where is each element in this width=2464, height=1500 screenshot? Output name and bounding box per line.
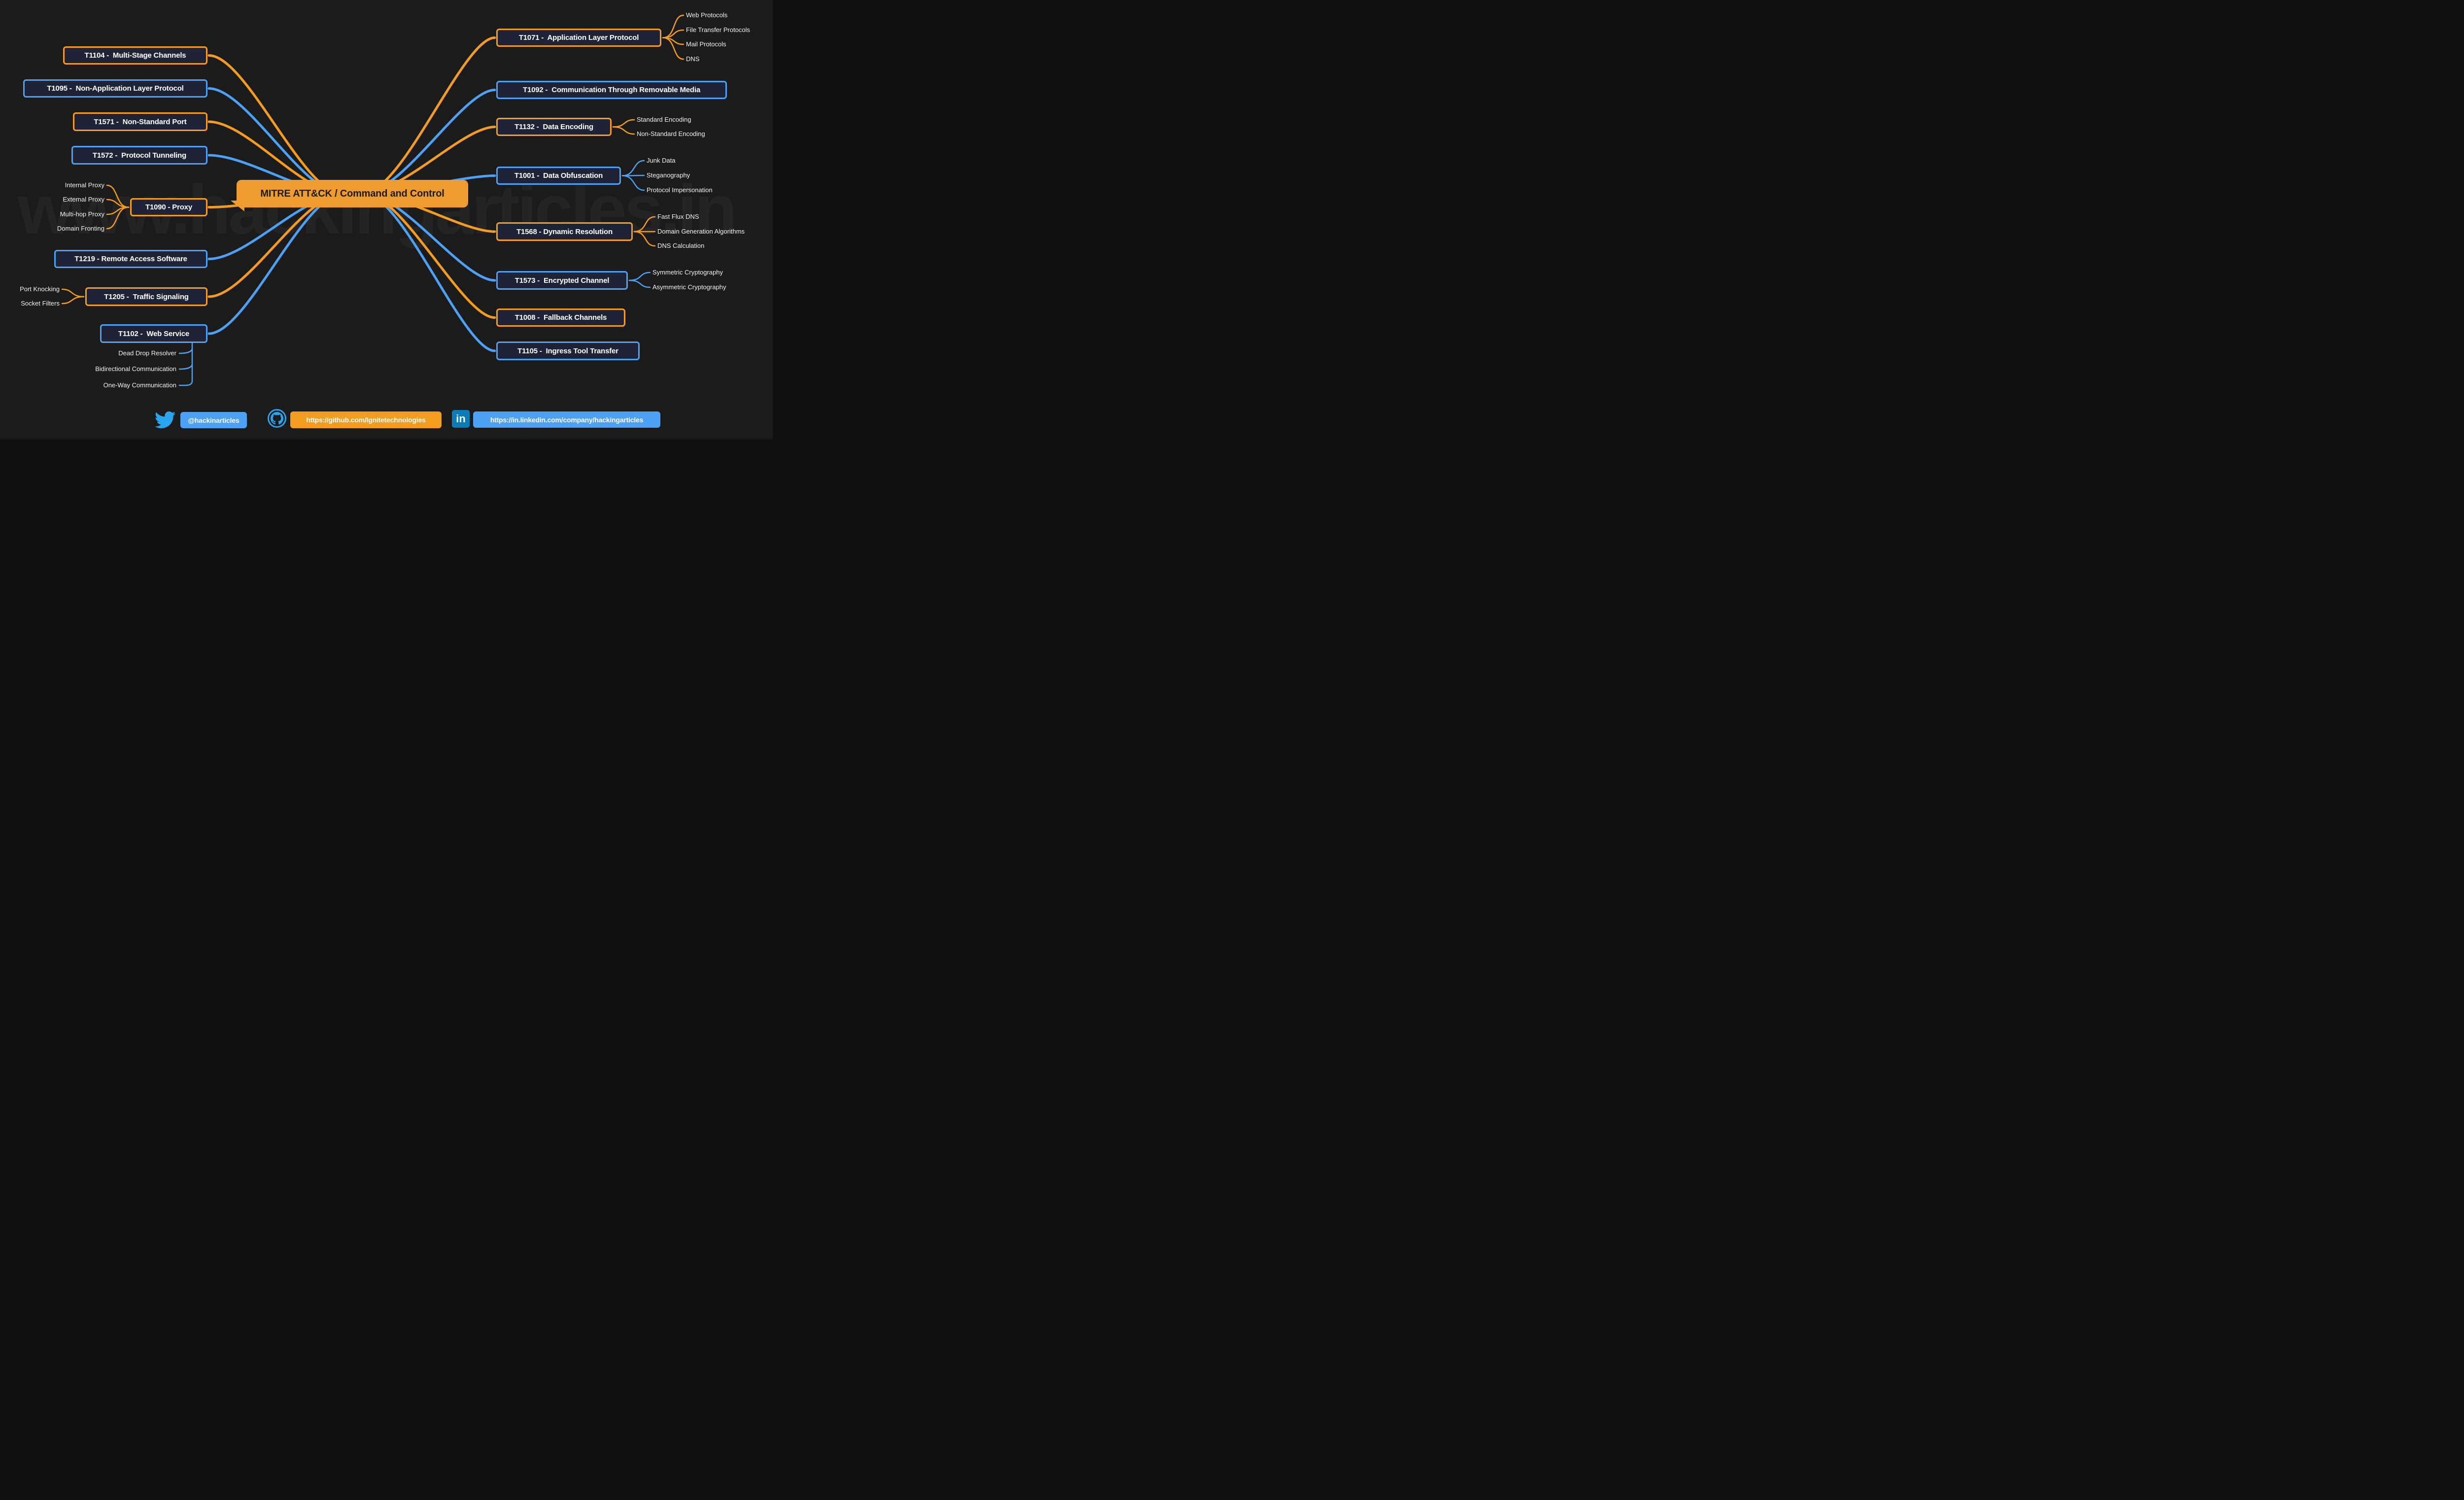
twitter-handle-button[interactable]: @hackinarticles: [180, 412, 247, 428]
technique-label-t1090: T1090 - Proxy: [145, 203, 192, 211]
subtechnique-t1205-1[interactable]: Port Knocking: [20, 285, 60, 293]
technique-label-t1001: T1001 - Data Obfuscation: [514, 171, 603, 180]
technique-node-t1008[interactable]: T1008 - Fallback Channels: [496, 308, 625, 327]
subtechnique-t1090-4[interactable]: Domain Fronting: [57, 225, 104, 232]
child-connector-t1132-1: [612, 126, 635, 135]
technique-label-t1571: T1571 - Non-Standard Port: [94, 117, 187, 126]
technique-node-t1219[interactable]: T1219 - Remote Access Software: [54, 250, 207, 268]
subtechnique-t1102-2[interactable]: Bidirectional Communication: [95, 365, 176, 373]
linkedin-icon-glyph: in: [456, 412, 466, 425]
subtechnique-t1090-2[interactable]: External Proxy: [63, 196, 104, 203]
child-connector-t1071-3: [662, 37, 684, 60]
linkedin-icon: in: [452, 410, 470, 428]
subtechnique-t1102-3[interactable]: One-Way Communication: [103, 381, 176, 389]
github-url-button[interactable]: https://github.com/Ignitetechnologies: [290, 411, 442, 428]
technique-node-t1573[interactable]: T1573 - Encrypted Channel: [496, 271, 628, 290]
github-icon: [268, 409, 286, 428]
subtechnique-t1573-2[interactable]: Asymmetric Cryptography: [652, 283, 726, 291]
subtechnique-t1205-2[interactable]: Socket Filters: [21, 300, 60, 307]
subtechnique-t1102-1[interactable]: Dead Drop Resolver: [118, 349, 176, 357]
subtechnique-t1090-1[interactable]: Internal Proxy: [65, 181, 104, 189]
technique-node-t1568[interactable]: T1568 - Dynamic Resolution: [496, 222, 633, 241]
trunk-t1102: [207, 193, 344, 335]
subtechnique-t1001-3[interactable]: Protocol Impersonation: [647, 186, 713, 194]
linkedin-url-button[interactable]: https://in.linkedin.com/company/hackinga…: [473, 411, 660, 428]
technique-label-t1219: T1219 - Remote Access Software: [74, 255, 187, 263]
trunk-t1205: [207, 193, 344, 298]
technique-node-t1102[interactable]: T1102 - Web Service: [100, 324, 207, 343]
subtechnique-t1071-1[interactable]: Web Protocols: [686, 11, 728, 19]
child-connector-t1205-1: [61, 296, 85, 305]
child-connector-t1205-0: [61, 288, 85, 298]
technique-label-t1572: T1572 - Protocol Tunneling: [92, 151, 187, 160]
child-connector-t1573-0: [628, 272, 651, 281]
subtechnique-t1132-2[interactable]: Non-Standard Encoding: [637, 130, 705, 137]
technique-node-t1104[interactable]: T1104 - Multi-Stage Channels: [63, 46, 207, 65]
trunk-t1095: [207, 87, 344, 196]
technique-label-t1102: T1102 - Web Service: [118, 329, 190, 338]
subtechnique-t1568-2[interactable]: Domain Generation Algorithms: [657, 228, 745, 235]
child-spine-t1102: [178, 342, 193, 386]
child-connector-t1568-0: [633, 216, 656, 233]
subtechnique-t1071-3[interactable]: Mail Protocols: [686, 40, 726, 48]
technique-node-t1571[interactable]: T1571 - Non-Standard Port: [73, 112, 207, 131]
technique-node-t1205[interactable]: T1205 - Traffic Signaling: [85, 287, 207, 306]
central-topic-node[interactable]: MITRE ATT&CK / Command and Control: [231, 180, 468, 211]
technique-node-t1105[interactable]: T1105 - Ingress Tool Transfer: [496, 341, 640, 360]
subtechnique-t1071-4[interactable]: DNS: [686, 55, 700, 63]
technique-label-t1568: T1568 - Dynamic Resolution: [516, 227, 613, 236]
technique-label-t1071: T1071 - Application Layer Protocol: [518, 34, 639, 42]
twitter-icon: [155, 411, 175, 429]
child-connector-t1132-0: [612, 119, 635, 128]
subtechnique-t1568-3[interactable]: DNS Calculation: [657, 242, 705, 249]
technique-label-t1008: T1008 - Fallback Channels: [514, 313, 607, 322]
child-connector-t1001-2: [621, 175, 645, 191]
subtechnique-t1090-3[interactable]: Multi-hop Proxy: [60, 210, 104, 218]
child-connector-t1102-0: [178, 348, 193, 354]
technique-label-t1205: T1205 - Traffic Signaling: [104, 292, 189, 301]
technique-label-t1104: T1104 - Multi-Stage Channels: [84, 51, 186, 60]
trunk-t1104: [207, 54, 344, 196]
subtechnique-t1132-1[interactable]: Standard Encoding: [637, 116, 691, 123]
child-connector-t1568-2: [633, 231, 656, 247]
technique-node-t1572[interactable]: T1572 - Protocol Tunneling: [71, 146, 207, 165]
central-topic-label: MITRE ATT&CK / Command and Control: [260, 188, 445, 199]
central-topic-tail: [231, 201, 244, 211]
technique-node-t1092[interactable]: T1092 - Communication Through Removable …: [496, 81, 727, 99]
technique-node-t1132[interactable]: T1132 - Data Encoding: [496, 118, 612, 136]
subtechnique-t1071-2[interactable]: File Transfer Protocols: [686, 26, 751, 34]
child-connector-t1001-0: [621, 160, 645, 176]
technique-label-t1095: T1095 - Non-Application Layer Protocol: [47, 84, 184, 93]
subtechnique-t1568-1[interactable]: Fast Flux DNS: [657, 213, 699, 220]
technique-node-t1090[interactable]: T1090 - Proxy: [130, 198, 207, 216]
linkedin-url-label: https://in.linkedin.com/company/hackinga…: [490, 415, 644, 424]
technique-label-t1132: T1132 - Data Encoding: [514, 123, 593, 131]
technique-label-t1573: T1573 - Encrypted Channel: [514, 276, 610, 285]
mindmap-canvas: www.hackingarticles.in T1104 - Multi-Sta…: [0, 0, 773, 440]
technique-node-t1071[interactable]: T1071 - Application Layer Protocol: [496, 29, 661, 47]
github-url-label: https://github.com/Ignitetechnologies: [306, 416, 426, 424]
child-connector-t1102-1: [178, 364, 193, 370]
connector-layer: [61, 14, 684, 386]
subtechnique-t1001-2[interactable]: Steganography: [647, 171, 690, 179]
technique-label-t1105: T1105 - Ingress Tool Transfer: [517, 346, 618, 355]
twitter-handle-label: @hackinarticles: [188, 416, 240, 424]
child-connector-t1090-3: [106, 206, 130, 230]
trunk-t1071: [362, 36, 496, 195]
technique-node-t1095[interactable]: T1095 - Non-Application Layer Protocol: [23, 79, 207, 98]
subtechnique-t1573-1[interactable]: Symmetric Cryptography: [652, 269, 723, 276]
subtechnique-t1001-1[interactable]: Junk Data: [647, 157, 676, 164]
child-connector-t1573-1: [628, 279, 651, 288]
technique-label-t1092: T1092 - Communication Through Removable …: [522, 86, 701, 94]
technique-node-t1001[interactable]: T1001 - Data Obfuscation: [496, 167, 621, 185]
